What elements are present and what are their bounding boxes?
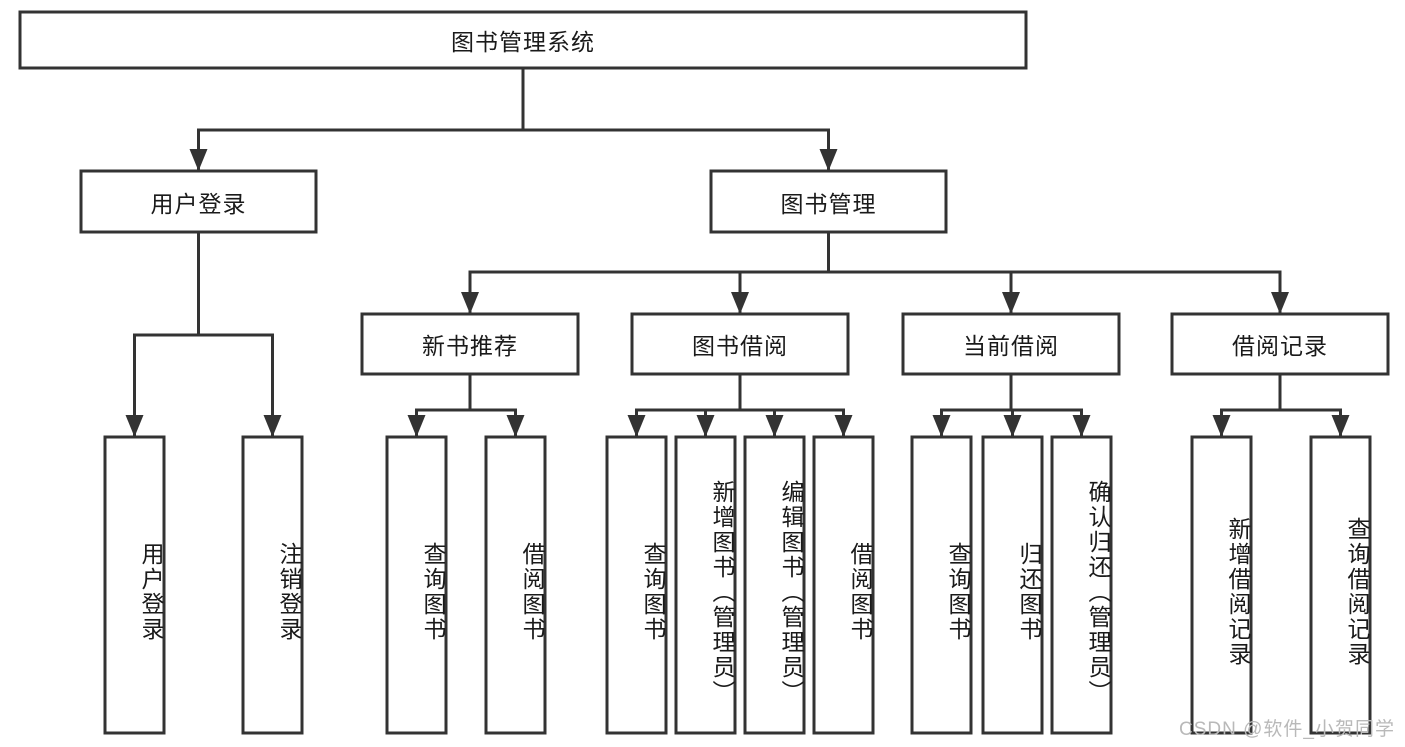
arrow-head-icon-leaf-user-login bbox=[125, 415, 144, 437]
arrow-head-icon-leaf-add-record bbox=[1212, 415, 1231, 437]
node-box-leaf-query-book-3[interactable] bbox=[910, 435, 973, 735]
arrow-head-icon-leaf-query-record bbox=[1331, 415, 1350, 437]
arrow-head-icon-leaf-edit-book bbox=[765, 415, 784, 437]
node-box-leaf-add-book[interactable] bbox=[674, 435, 737, 735]
node-box-leaf-query-book-1[interactable] bbox=[385, 435, 448, 735]
arrow-head-icon-borrow-record bbox=[1271, 292, 1289, 314]
arrow-head-icon-leaf-query-book-2 bbox=[627, 415, 646, 437]
node-box-leaf-user-login[interactable] bbox=[103, 435, 166, 735]
node-box-root[interactable] bbox=[18, 10, 1028, 70]
node-box-leaf-user-logout[interactable] bbox=[241, 435, 304, 735]
node-box-leaf-borrow-book-1[interactable] bbox=[484, 435, 547, 735]
arrow-head-icon-leaf-return-book bbox=[1003, 415, 1022, 437]
arrow-head-icon-leaf-query-book-3 bbox=[932, 415, 951, 437]
node-box-borrow-record[interactable] bbox=[1170, 312, 1390, 376]
arrow-head-icon-leaf-confirm-return bbox=[1072, 415, 1091, 437]
node-box-leaf-add-record[interactable] bbox=[1190, 435, 1253, 735]
arrow-head-icon-leaf-user-logout bbox=[263, 415, 282, 437]
connectors-layer bbox=[125, 66, 1350, 439]
arrow-head-icon-leaf-borrow-book-2 bbox=[834, 415, 853, 437]
node-box-leaf-return-book[interactable] bbox=[981, 435, 1044, 735]
arrow-head-icon-user-login bbox=[189, 149, 208, 171]
arrow-head-icon-leaf-add-book bbox=[696, 415, 715, 437]
arrow-head-icon-current-borrow bbox=[1002, 292, 1020, 314]
arrow-head-icon-leaf-query-book-1 bbox=[407, 415, 426, 437]
node-box-book-management[interactable] bbox=[709, 169, 948, 234]
node-box-user-login[interactable] bbox=[79, 169, 318, 234]
node-boxes-layer bbox=[18, 10, 1390, 735]
node-box-leaf-query-record[interactable] bbox=[1309, 435, 1372, 735]
arrow-head-icon-leaf-borrow-book-1 bbox=[506, 415, 525, 437]
node-box-leaf-query-book-2[interactable] bbox=[605, 435, 668, 735]
node-box-current-borrow[interactable] bbox=[901, 312, 1121, 376]
node-box-book-borrow[interactable] bbox=[630, 312, 850, 376]
node-box-new-book-recommend[interactable] bbox=[360, 312, 580, 376]
arrow-head-icon-book-borrow bbox=[731, 292, 749, 314]
watermark-text: CSDN @软件_小贺同学 bbox=[1179, 719, 1395, 740]
node-box-leaf-confirm-return[interactable] bbox=[1050, 435, 1113, 735]
node-box-leaf-borrow-book-2[interactable] bbox=[812, 435, 875, 735]
arrow-head-icon-new-book-recommend bbox=[461, 292, 479, 314]
arrow-head-icon-book-management bbox=[819, 149, 838, 171]
node-box-leaf-edit-book[interactable] bbox=[743, 435, 806, 735]
